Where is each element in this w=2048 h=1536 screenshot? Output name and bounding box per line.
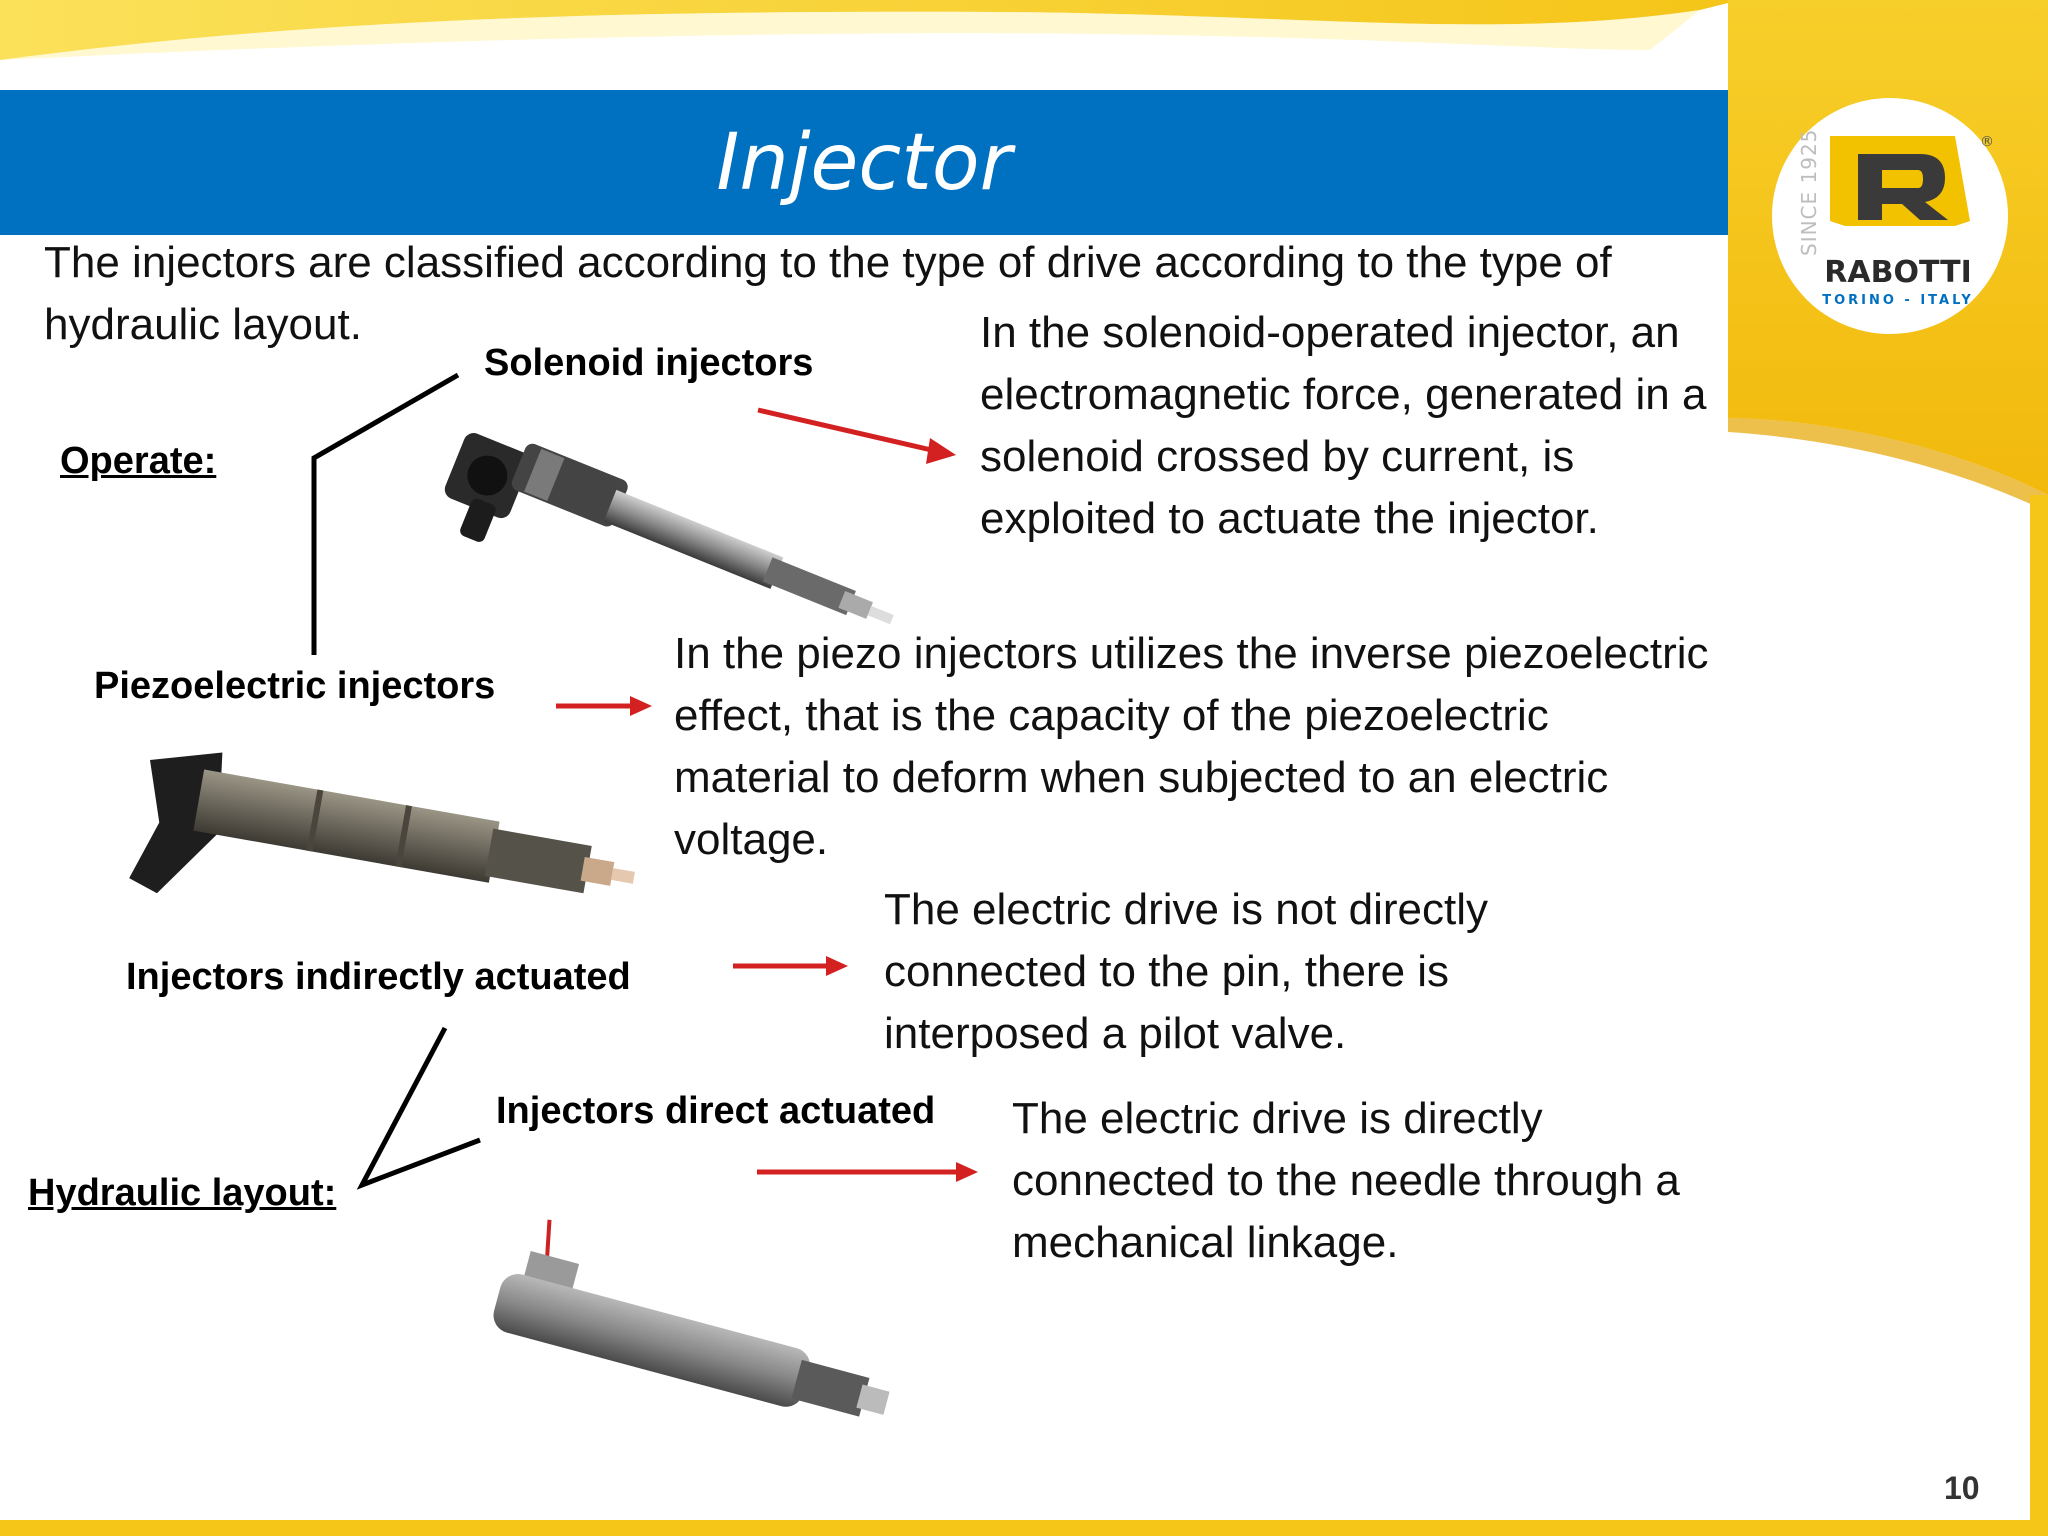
- solenoid-injector-image: [444, 433, 894, 625]
- logo-registered: ®: [1980, 134, 1994, 150]
- direct-description: The electric drive is directly connected…: [1012, 1094, 1680, 1267]
- piezo-label: Piezoelectric injectors: [94, 665, 496, 707]
- bottom-yellow-stripe: [0, 1520, 2048, 1536]
- arrows: [556, 407, 978, 1182]
- page-number: 10: [1944, 1470, 1980, 1506]
- page-title: Injector: [716, 117, 1012, 208]
- indirect-description: The electric drive is not directly conne…: [884, 885, 1488, 1058]
- intro-text: The injectors are classified according t…: [44, 238, 1612, 349]
- direct-injector-image: [493, 1219, 890, 1417]
- logo-name: RABOTTI: [1824, 255, 1971, 290]
- logo-since: SINCE 1925: [1797, 129, 1821, 256]
- piezo-description: In the piezo injectors utilizes the inve…: [674, 629, 1709, 864]
- logo-location: TORINO - ITALY: [1822, 293, 1974, 308]
- indirect-label: Injectors indirectly actuated: [126, 956, 631, 998]
- title-bar: Injector: [0, 90, 1728, 235]
- top-yellow-wave: [0, 0, 1740, 60]
- solenoid-label: Solenoid injectors: [484, 342, 814, 384]
- hydraulic-layout-label: Hydraulic layout:: [28, 1172, 337, 1214]
- piezo-injector-image: [129, 752, 635, 894]
- operate-connector: [311, 372, 460, 655]
- company-logo: SINCE 1925 RABOTTI TORINO - ITALY ®: [1770, 96, 2010, 336]
- hydraulic-connector: [356, 1026, 481, 1190]
- direct-label: Injectors direct actuated: [496, 1090, 936, 1132]
- operate-label: Operate:: [60, 440, 217, 482]
- solenoid-description: In the solenoid-operated injector, an el…: [980, 308, 1707, 543]
- rabotti-logo-icon: SINCE 1925 RABOTTI TORINO - ITALY ®: [1772, 98, 2008, 334]
